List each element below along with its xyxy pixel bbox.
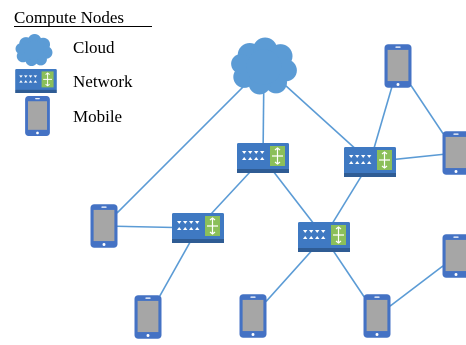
legend-item-network: Network bbox=[15, 69, 133, 93]
mobile-phone-icon bbox=[442, 131, 466, 175]
mobile-phone-icon bbox=[90, 204, 118, 248]
mobile-phone-icon bbox=[134, 295, 162, 339]
network-links bbox=[103, 65, 457, 318]
legend-item-mobile: Mobile bbox=[25, 96, 122, 136]
mobile-phone-icon bbox=[384, 44, 412, 88]
network-switch-icon bbox=[344, 146, 396, 178]
legend-item-cloud: Cloud bbox=[15, 34, 115, 66]
network-switch-icon bbox=[237, 142, 289, 174]
mobile-phone-icon bbox=[239, 294, 267, 338]
legend: Compute Nodes Cloud Network Mobile bbox=[14, 8, 152, 136]
link-cloud1-m1 bbox=[103, 65, 265, 227]
legend-item-label: Cloud bbox=[73, 38, 115, 57]
mobile-phone-icon bbox=[25, 96, 50, 136]
network-switch-icon bbox=[172, 212, 224, 244]
legend-item-label: Network bbox=[73, 72, 133, 91]
network-switch-icon bbox=[15, 69, 57, 93]
legend-item-label: Mobile bbox=[73, 107, 122, 126]
mobile-phone-icon bbox=[442, 234, 466, 278]
legend-title: Compute Nodes bbox=[14, 8, 124, 27]
mobile-phone-icon bbox=[363, 294, 391, 338]
network-nodes bbox=[90, 37, 466, 339]
network-switch-icon bbox=[298, 221, 350, 253]
cloud-icon bbox=[15, 34, 53, 66]
